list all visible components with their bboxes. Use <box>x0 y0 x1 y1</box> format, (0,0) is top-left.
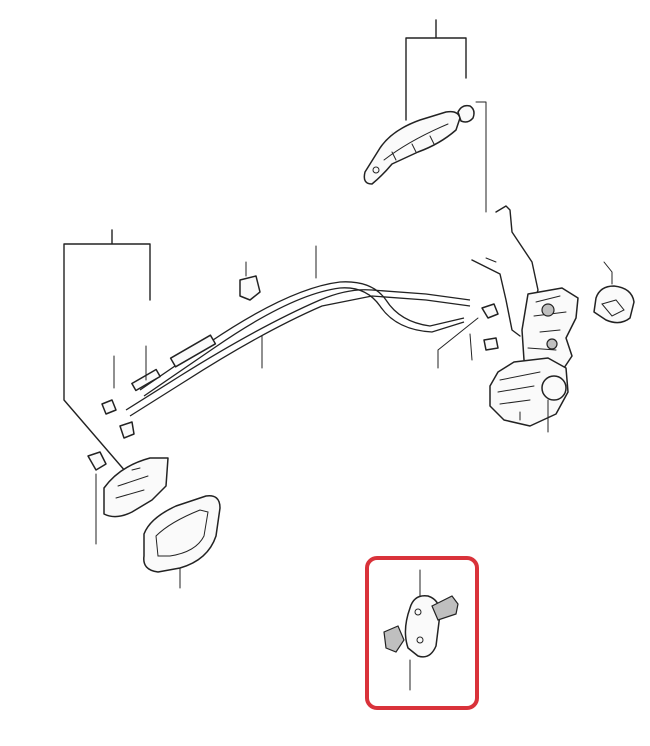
outer-door-handle-group <box>363 19 487 213</box>
inside-handle <box>103 457 169 518</box>
striker-group <box>593 261 635 324</box>
rod-leader-line <box>475 101 487 213</box>
actuator-ribs <box>497 371 541 405</box>
outer-handle-grip-line <box>383 123 449 161</box>
lock-rod-leader <box>485 257 497 263</box>
cable-end-left-2 <box>119 421 135 439</box>
cable-sleeve-1 <box>169 334 217 368</box>
lock-cable-inner <box>143 287 465 397</box>
cable-end-left-1 <box>101 399 117 415</box>
release-cable <box>125 289 471 411</box>
latch-callout-lines <box>519 399 549 433</box>
inside-handle-bezel <box>143 495 221 573</box>
striker-loop <box>601 299 625 317</box>
door-lock-latch-group <box>489 287 579 433</box>
check-link-hole-2 <box>416 636 424 644</box>
inside-handle-lever <box>115 467 149 499</box>
latch-pivot-2 <box>546 338 558 350</box>
striker-leader <box>603 261 613 285</box>
cable-group <box>113 245 471 417</box>
lock-rod <box>471 259 521 337</box>
check-link-arm <box>431 595 459 621</box>
lock-cable <box>139 281 465 391</box>
highlight-frame <box>365 556 479 710</box>
inside-handle-group <box>63 229 221 589</box>
cable-clip <box>239 275 261 301</box>
bolt-leader <box>437 317 479 369</box>
bolt-upper <box>481 303 499 319</box>
bolt-lower <box>483 337 499 351</box>
door-check-link <box>404 595 441 658</box>
door-lock-latch <box>521 287 579 377</box>
callout-bracket-outer-handle <box>405 19 467 121</box>
bezel-inner <box>155 509 209 557</box>
release-cable-inner <box>129 295 471 417</box>
latch-pivot <box>541 303 555 317</box>
outer-handle-cap <box>457 104 475 123</box>
outer-handle-screw-hole <box>372 166 380 174</box>
actuator-knob <box>541 375 567 401</box>
door-check-highlight <box>365 556 479 710</box>
check-link-hole-1 <box>414 608 422 616</box>
striker <box>593 285 635 324</box>
outer-handle-rod <box>495 205 539 303</box>
inside-handle-clip <box>87 451 107 471</box>
callout-bracket-inside-handle <box>63 229 151 473</box>
cable-leaders <box>113 245 317 389</box>
check-link-bracket <box>383 625 405 653</box>
outer-door-handle <box>363 110 461 185</box>
